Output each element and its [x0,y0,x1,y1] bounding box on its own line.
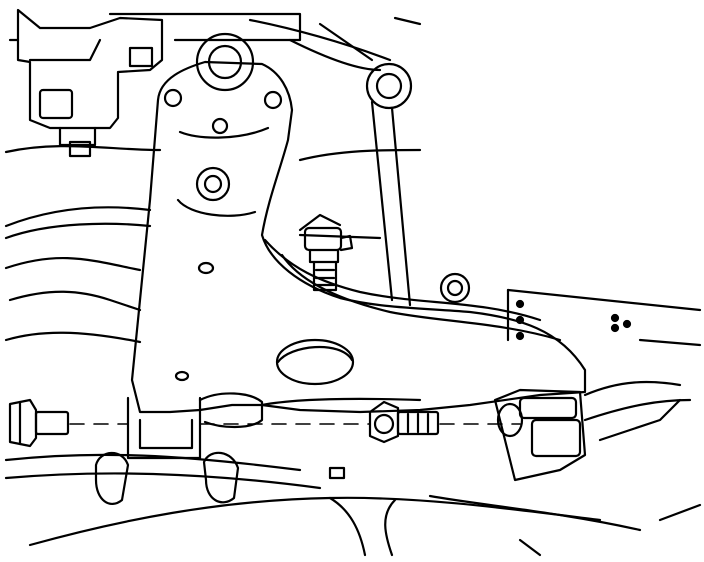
engine-mount-assembly [8,8,302,158]
control-arm [130,32,587,414]
ball-joint [303,226,471,304]
side-bracket [328,288,702,480]
stabilizer-link [318,22,413,307]
rear-bushing-bolt [368,400,440,444]
subframe [4,16,702,557]
front-bushing-bracket [94,392,264,505]
rear-bushing-bracket [493,380,692,482]
front-bushing-bolt [8,398,70,448]
